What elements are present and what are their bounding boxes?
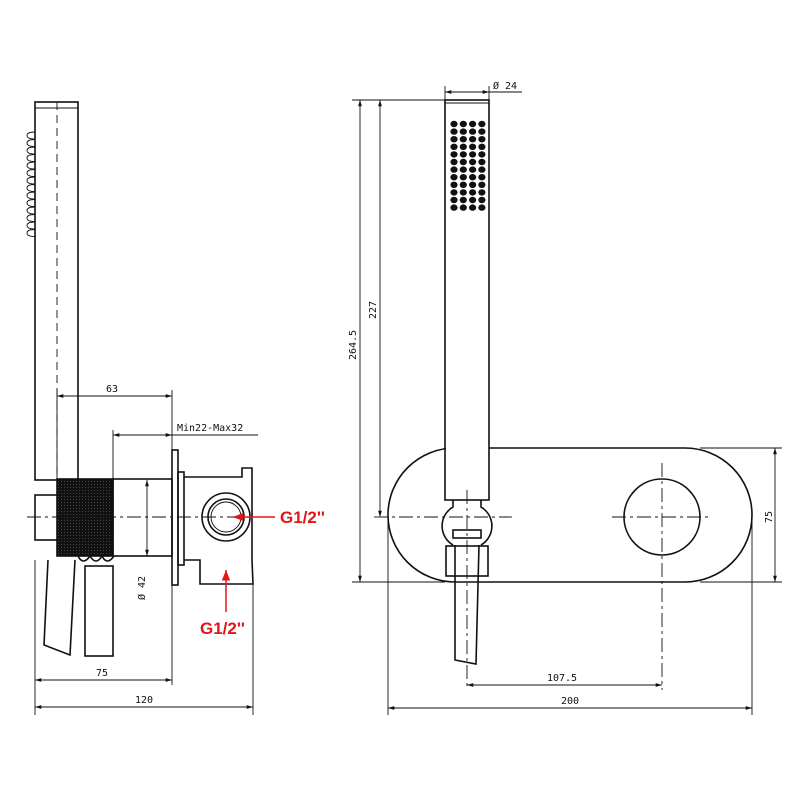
spray-dot (459, 204, 467, 211)
front-view: Ø 24 264.5 227 75 107.5 200 (348, 80, 782, 715)
spray-dot (459, 181, 467, 188)
wall-flange (171, 449, 179, 586)
spray-dot (459, 136, 467, 143)
spray-nozzles-side (26, 131, 36, 237)
inlet-label-side: G1/2'' (280, 508, 325, 527)
nozzle-bump (26, 214, 36, 222)
dim-200: 200 (561, 696, 579, 707)
wall-plate (387, 447, 753, 583)
spray-dot (469, 204, 477, 211)
spray-dot (469, 120, 477, 128)
spray-dot (459, 128, 467, 135)
nozzle-bump (26, 169, 36, 177)
spray-dot (478, 204, 486, 211)
spray-dot (469, 189, 477, 196)
spray-dot (478, 189, 486, 196)
spray-dot (469, 158, 477, 166)
spray-dot (459, 196, 467, 204)
spray-dot (450, 143, 458, 150)
spray-dot (469, 174, 477, 181)
dim-75-side: 75 (96, 668, 108, 679)
dim-wall-depth: Min22-Max32 (177, 423, 243, 434)
dim-120: 120 (135, 695, 153, 706)
spray-dot (450, 151, 458, 158)
spray-dot (478, 136, 486, 143)
spray-dot (478, 174, 486, 181)
spray-dot (459, 189, 467, 196)
spray-dot (478, 181, 486, 188)
spray-dot (450, 128, 458, 135)
spray-dot (469, 128, 477, 135)
hand-shower-body (34, 101, 79, 481)
hose (84, 565, 114, 657)
spray-dot (450, 196, 458, 204)
dim-dia24: Ø 24 (493, 80, 517, 92)
spray-dot (478, 151, 486, 158)
dim-264-5: 264.5 (348, 330, 359, 360)
dim-63: 63 (106, 384, 118, 395)
spray-dot (478, 196, 486, 204)
knurled-handle (56, 478, 114, 557)
spray-dot (459, 143, 467, 150)
nozzle-bump (26, 221, 36, 230)
spray-dot (459, 158, 467, 166)
nozzle-bump (26, 229, 36, 237)
dim-107-5: 107.5 (547, 673, 577, 684)
nozzle-bump (26, 139, 36, 147)
spray-dot (450, 189, 458, 196)
nozzle-bump (26, 176, 36, 185)
spray-dot (459, 120, 467, 128)
spray-dot (450, 136, 458, 143)
nozzle-bump (26, 184, 36, 192)
spray-dots (450, 120, 486, 211)
spray-dot (459, 151, 467, 158)
spray-dot (478, 128, 486, 135)
inlet-label-bottom: G1/2'' (200, 619, 245, 638)
spray-dot (450, 166, 458, 173)
nozzle-bump (26, 191, 36, 200)
spray-dot (478, 143, 486, 150)
spray-dot (469, 136, 477, 143)
spray-dot (450, 174, 458, 181)
nozzle-bump (26, 146, 36, 155)
spray-dot (478, 158, 486, 166)
spray-dot (459, 174, 467, 181)
nozzle-bump (26, 206, 36, 215)
dim-dia42: Ø 42 (136, 576, 148, 600)
dim-227: 227 (368, 301, 379, 319)
dim-75-front: 75 (764, 511, 775, 523)
spray-dot (478, 166, 486, 173)
spray-dot (469, 196, 477, 204)
spray-dot (459, 166, 467, 173)
spray-dot (450, 181, 458, 188)
spray-dot (469, 151, 477, 158)
spray-dot (469, 143, 477, 150)
side-view: 63 Min22-Max32 Ø 42 75 120 G1/2'' G1/2'' (26, 101, 325, 715)
spray-dot (450, 120, 458, 128)
spray-dot (450, 158, 458, 166)
nozzle-bump (26, 199, 36, 207)
spray-dot (478, 120, 486, 128)
nozzle-bump (26, 161, 36, 170)
spray-dot (469, 181, 477, 188)
spray-dot (469, 166, 477, 173)
spray-dot (450, 204, 458, 211)
nozzle-bump (26, 131, 36, 140)
nozzle-bump (26, 154, 36, 162)
